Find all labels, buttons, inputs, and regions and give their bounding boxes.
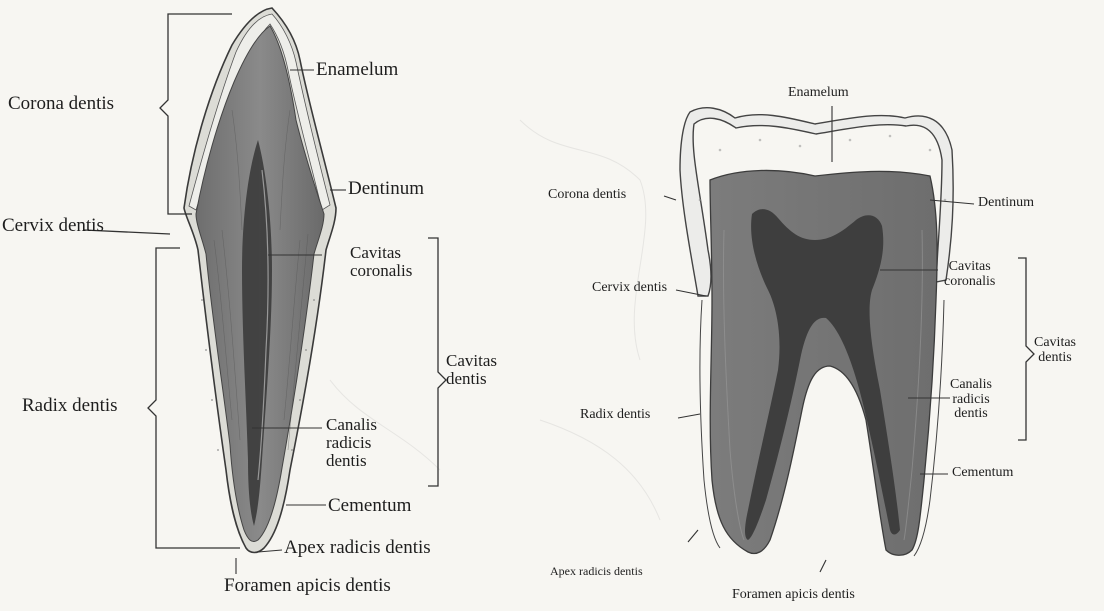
molar-apex-radicis-dentis-label: Apex radicis dentis [550,565,643,578]
incisor-apex-radicis-dentis-label: Apex radicis dentis [284,538,431,558]
incisor-dentinum-label: Dentinum [348,179,424,199]
incisor-cementum-label: Cementum [328,496,411,516]
label-line: Cavitas [944,260,995,275]
incisor-cavitas-dentis-label: Cavitas dentis [446,352,497,388]
molar-dentin [710,170,937,555]
incisor-right-bracket [428,238,446,486]
molar-radix-dentis-label: Radix dentis [580,408,650,423]
incisor-radix-dentis-label: Radix dentis [22,396,118,416]
label-line: Cavitas [1034,336,1076,351]
label-line: Canalis [950,378,992,393]
molar-right-bracket [1018,258,1034,440]
label-line: radicis [950,393,992,408]
label-line: Canalis [326,416,377,434]
label-line: dentis [950,407,992,422]
molar-cavitas-coronalis-label: Cavitas coronalis [944,260,995,289]
incisor-canalis-radicis-dentis-label: Canalis radicis dentis [326,416,377,470]
molar-cementum-label: Cementum [952,466,1013,481]
molar-corona-dentis-label: Corona dentis [548,188,626,203]
incisor-foramen-apicis-dentis-label: Foramen apicis dentis [224,576,391,596]
molar-cavitas-dentis-label: Cavitas dentis [1034,336,1076,365]
molar-canalis-radicis-dentis-label: Canalis radicis dentis [950,378,992,422]
label-line: Cavitas [446,352,497,370]
label-line: dentis [326,452,377,470]
label-line: radicis [326,434,377,452]
incisor-enamelum-label: Enamelum [316,60,398,80]
molar-cervix-dentis-label: Cervix dentis [592,281,667,296]
incisor-illustration [184,8,336,553]
label-line: Cavitas [350,244,412,262]
molar-enamelum-label: Enamelum [788,86,849,101]
molar-foramen-apicis-dentis-label: Foramen apicis dentis [732,588,855,603]
molar-dentinum-label: Dentinum [978,196,1034,211]
molar-illustration [680,108,953,556]
label-line: coronalis [350,262,412,280]
incisor-corona-dentis-label: Corona dentis [8,94,114,114]
label-line: coronalis [944,275,995,290]
incisor-cavitas-coronalis-label: Cavitas coronalis [350,244,412,280]
label-line: dentis [1034,351,1076,366]
label-line: dentis [446,370,497,388]
incisor-cervix-dentis-label: Cervix dentis [2,216,104,236]
